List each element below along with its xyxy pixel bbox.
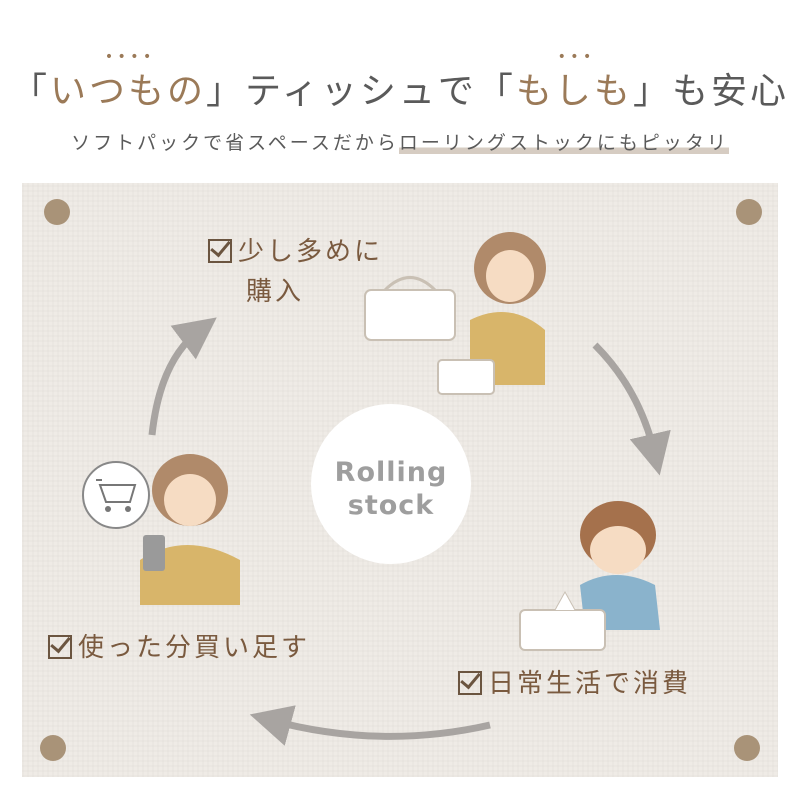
checkbox-icon (458, 671, 482, 695)
person-buying-icon (364, 232, 546, 395)
person-shopping-online-icon (82, 454, 240, 605)
pin-icon (40, 735, 66, 761)
subtitle: ソフトパックで省スペースだからローリングストックにもピッタリ (71, 132, 729, 154)
arrow-icon (249, 705, 491, 746)
emphasis-dots: • • • (557, 49, 592, 65)
arrow-icon (148, 317, 217, 436)
step-buy: 少し多めに購入 (208, 232, 383, 312)
step-consume: 日常生活で消費 (458, 664, 691, 704)
page-title: 「• • • •いつもの」ティッシュで「• • •もしも」も安心 (11, 49, 789, 112)
step-restock: 使った分買い足す (48, 628, 310, 668)
title-accent-1: • • • •いつもの (50, 49, 207, 112)
title-accent-2: • • •もしも (515, 49, 633, 112)
pin-icon (736, 199, 762, 225)
child-using-tissue-icon (519, 501, 660, 651)
arrow-icon (592, 342, 671, 476)
checkbox-icon (208, 239, 232, 263)
emphasis-dots: • • • • (104, 49, 152, 65)
checkbox-icon (48, 635, 72, 659)
pin-icon (734, 735, 760, 761)
pin-icon (44, 199, 70, 225)
